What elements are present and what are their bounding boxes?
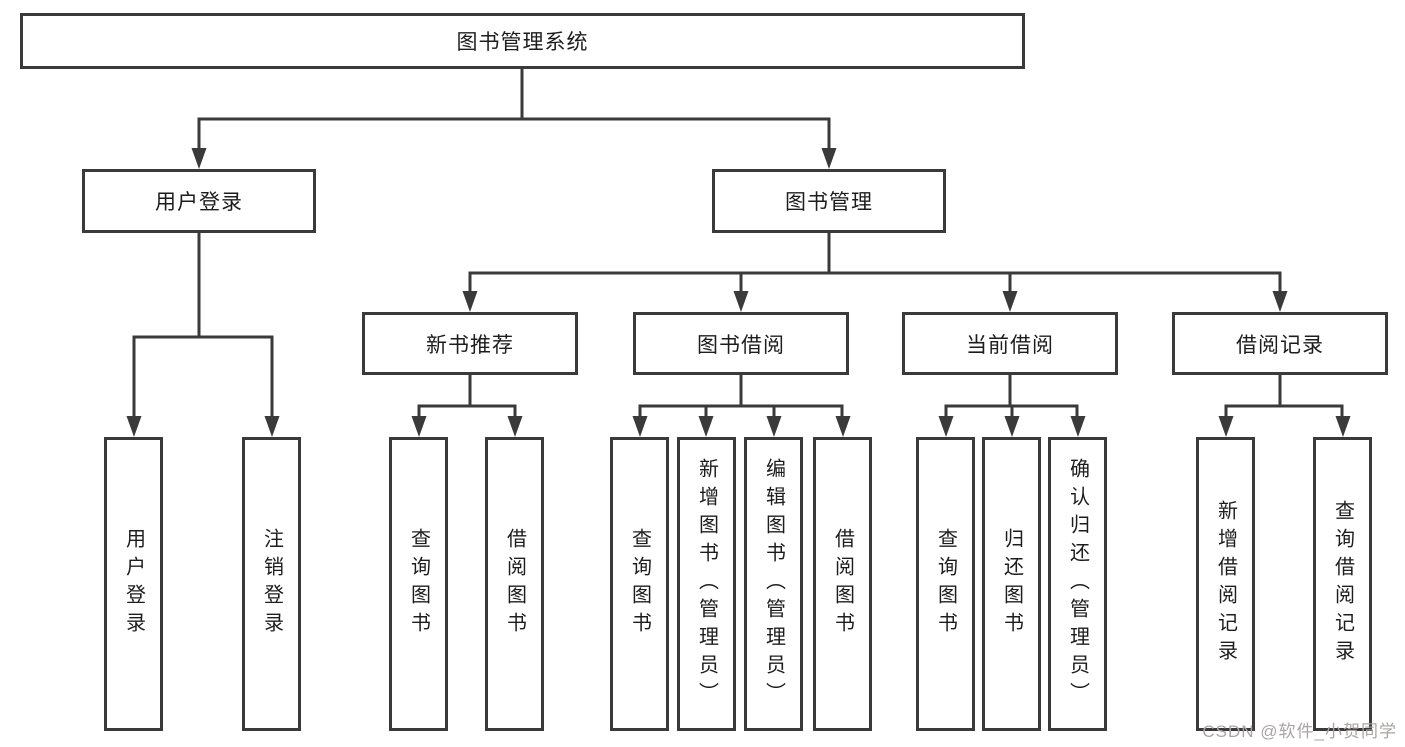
arrowhead-icon <box>1002 291 1018 312</box>
arrowhead-icon <box>938 416 954 437</box>
leaf-query-books-borrowing: 查询图书 <box>610 437 669 731</box>
arrowhead-icon <box>1070 416 1086 437</box>
arrowhead-icon <box>1335 416 1351 437</box>
leaf-add-book-admin: 新增图书（管理员） <box>677 437 736 731</box>
arrowhead-icon <box>191 148 207 169</box>
leaf-logout: 注销登录 <box>242 437 301 731</box>
leaf-confirm-return-admin: 确认归还（管理员） <box>1048 437 1107 731</box>
arrowhead-icon <box>1272 291 1288 312</box>
arrowhead-icon <box>462 291 478 312</box>
arrowhead-icon <box>733 291 749 312</box>
node-current-borrowing: 当前借阅 <box>902 312 1118 375</box>
arrowhead-icon <box>264 416 280 437</box>
leaf-add-borrow-record: 新增借阅记录 <box>1196 437 1255 731</box>
node-new-book-recommendation: 新书推荐 <box>362 312 578 375</box>
arrowhead-icon <box>1218 416 1234 437</box>
node-library-management-system: 图书管理系统 <box>20 13 1025 69</box>
node-book-management: 图书管理 <box>712 169 946 233</box>
leaf-return-book: 归还图书 <box>982 437 1041 731</box>
arrowhead-icon <box>1004 416 1020 437</box>
leaf-query-books-recommend: 查询图书 <box>389 437 448 731</box>
arrowhead-icon <box>507 416 523 437</box>
node-book-borrowing: 图书借阅 <box>633 312 849 375</box>
arrowhead-icon <box>698 416 714 437</box>
arrowhead-icon <box>126 416 142 437</box>
arrowhead-icon <box>821 148 837 169</box>
arrowhead-icon <box>632 416 648 437</box>
arrowhead-icon <box>766 416 782 437</box>
csdn-watermark: CSDN @软件_小贺同学 <box>1202 722 1397 741</box>
leaf-query-borrow-record: 查询借阅记录 <box>1313 437 1372 731</box>
arrowhead-icon <box>835 416 851 437</box>
arrowhead-icon <box>411 416 427 437</box>
leaf-query-books-current: 查询图书 <box>916 437 975 731</box>
leaf-edit-book-admin: 编辑图书（管理员） <box>744 437 803 731</box>
node-borrowing-records: 借阅记录 <box>1172 312 1388 375</box>
node-user-login-branch: 用户登录 <box>82 169 316 233</box>
leaf-user-login: 用户登录 <box>104 437 163 731</box>
leaf-borrow-books-borrowing: 借阅图书 <box>813 437 872 731</box>
leaf-borrow-books-recommend: 借阅图书 <box>485 437 544 731</box>
